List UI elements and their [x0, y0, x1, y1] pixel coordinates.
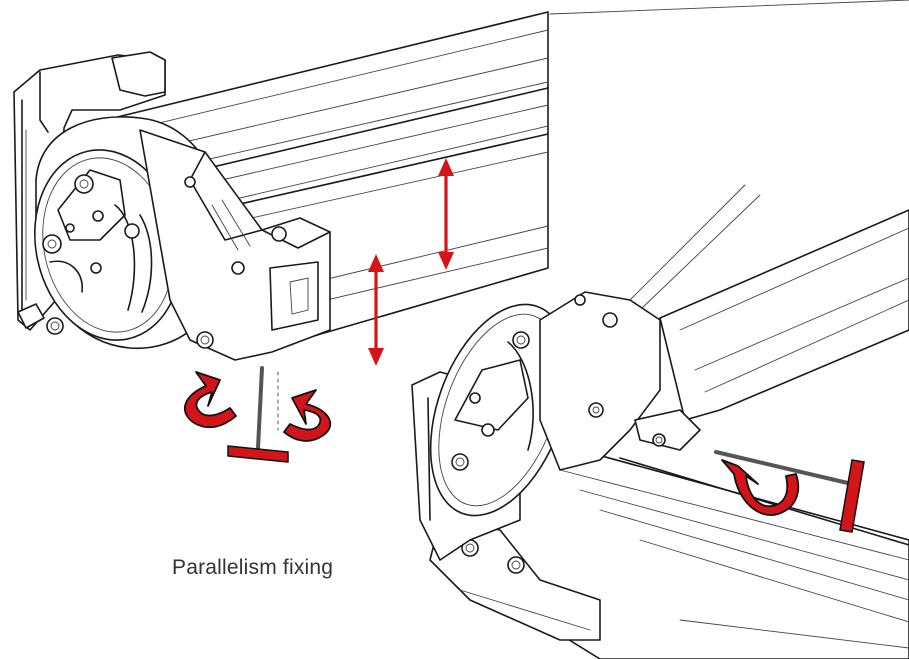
hex-key-icon: [227, 366, 289, 463]
rotate-clockwise-icon: [283, 389, 332, 442]
right-lower-clamp: [429, 519, 601, 641]
rotate-clockwise-icon: [721, 459, 800, 516]
left-clamp-block: [139, 129, 331, 361]
vertical-double-arrow-icon: [368, 254, 384, 366]
right-clamp-block: [539, 291, 701, 471]
hex-key-icon: [714, 450, 865, 533]
rotate-counterclockwise-icon: [183, 371, 237, 429]
right-assembly-drawing: [411, 0, 909, 659]
left-assembly-drawing: [13, 11, 549, 463]
right-arm-profile: [659, 209, 909, 421]
vertical-double-arrow-icon: [438, 158, 454, 270]
right-hub-disc: [429, 303, 571, 517]
diagram-caption: Parallelism fixing: [172, 556, 334, 579]
